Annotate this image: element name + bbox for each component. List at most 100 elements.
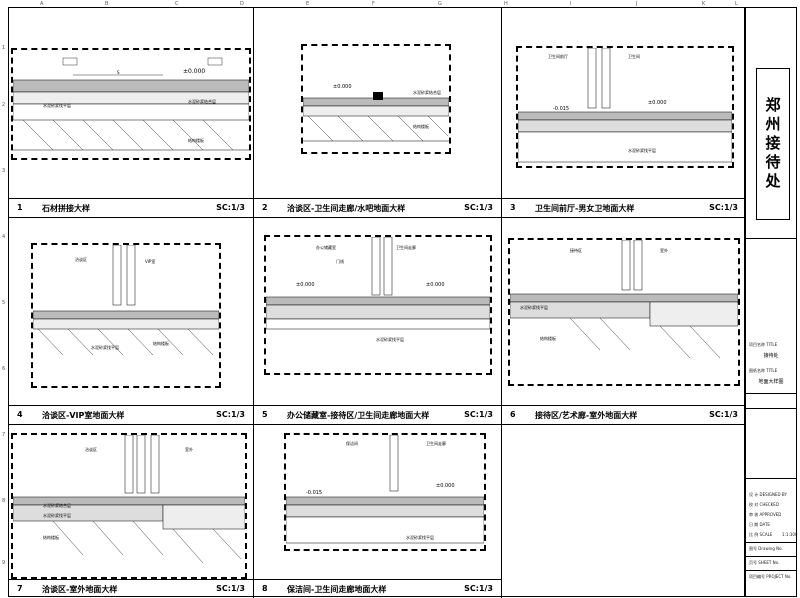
grid-letter: L	[735, 1, 738, 7]
detail-scale: SC:1/3	[709, 410, 738, 419]
detail-number: 3	[510, 203, 516, 212]
grid-number: 2	[2, 102, 6, 108]
detail-title-5: 5 办公储藏室-接待区/卫生间走廊地面大样 SC:1/3	[254, 405, 501, 424]
detail-scale: SC:1/3	[216, 410, 245, 419]
section-drawing-2	[303, 92, 449, 142]
zone-label: 洽谈区	[75, 257, 87, 262]
grid-number: 5	[2, 300, 6, 306]
zone-label: 办公储藏室	[316, 245, 336, 250]
detail-number: 5	[262, 410, 268, 419]
door-label: 门线	[336, 259, 344, 264]
detail-box-5: ±0.000 ±0.000 办公储藏室 卫生间走廊 门线 水泥砂浆找平层	[264, 235, 492, 375]
detail-scale: SC:1/3	[464, 203, 493, 212]
leveling-label: 水泥砂浆找平层	[376, 337, 404, 342]
structure-label: 结构楼板	[413, 124, 429, 129]
row-project-no: 项目编号 PROJECT No.	[749, 574, 792, 579]
detail-box-8: -0.015 ±0.000 保洁间 卫生间走廊 水泥砂浆找平层	[284, 433, 486, 551]
detail-cell-8: -0.015 ±0.000 保洁间 卫生间走廊 水泥砂浆找平层 8 保洁间-卫生…	[254, 425, 502, 598]
level-label: ±0.000	[648, 100, 667, 106]
grid-letter: C	[175, 1, 179, 7]
zone-label: 室外	[185, 447, 193, 452]
zone-label: 洽谈区	[85, 447, 97, 452]
detail-scale: SC:1/3	[216, 203, 245, 212]
detail-number: 8	[262, 584, 268, 593]
divider	[746, 556, 796, 557]
zone-label: VIP室	[145, 259, 156, 264]
detail-title-2: 2 洽谈区-卫生间走廊/水吧地面大样 SC:1/3	[254, 198, 501, 217]
grid-numbers: 1 2 3 4 5 6 7 8 9	[0, 0, 8, 598]
grid-letters: A B C D E F G H I J K L	[10, 0, 745, 8]
level-label: ±0.000	[296, 282, 315, 288]
detail-number: 4	[17, 410, 23, 419]
level-label: ±0.000	[426, 282, 445, 288]
title-block: 郑州接待处 项目名称 TITLE 接待处 图纸名称 TITLE 地面大样图 设 …	[745, 7, 797, 597]
dim-label: S	[117, 70, 120, 75]
company-logo: 郑州接待处	[756, 68, 790, 220]
detail-number: 2	[262, 203, 268, 212]
detail-scale: SC:1/3	[216, 584, 245, 593]
detail-box-4: 洽谈区 VIP室 结构楼板 水泥砂浆找平层	[31, 243, 221, 388]
detail-name: 洽谈区-VIP室地面大样	[42, 411, 125, 420]
row-date: 日 期 DATE	[749, 522, 770, 527]
detail-box-7: 洽谈区 室外 水泥砂浆结合层 水泥砂浆找平层 结构楼板	[11, 433, 247, 579]
detail-title-6: 6 接待区/艺术廊-室外地面大样 SC:1/3	[502, 405, 746, 424]
structure-label: 结构楼板	[153, 341, 169, 346]
project-name: 接待处	[763, 353, 779, 359]
section-drawing-3	[518, 48, 732, 163]
level-label: ±0.000	[333, 84, 352, 90]
zone-label: 保洁间	[346, 441, 358, 446]
grid-letter: D	[240, 1, 244, 7]
detail-number: 6	[510, 410, 516, 419]
detail-cell-3: -0.015 ±0.000 卫生间前厅 卫生间 水泥砂浆找平层 3 卫生间前厅-…	[502, 8, 746, 218]
divider	[746, 542, 796, 543]
divider	[746, 478, 796, 479]
logo-text: 郑州接待处	[763, 96, 782, 192]
section-drawing-7	[13, 435, 245, 564]
grid-number: 8	[2, 498, 6, 504]
row-sheet-no: 页号 SHEET No.	[749, 560, 780, 565]
detail-title-7: 7 洽谈区-室外地面大样 SC:1/3	[9, 579, 253, 598]
leveling-label: 水泥砂浆找平层	[91, 345, 119, 350]
detail-title-4: 4 洽谈区-VIP室地面大样 SC:1/3	[9, 405, 253, 424]
grid-number: 4	[2, 234, 6, 240]
detail-name: 卫生间前厅-男女卫地面大样	[535, 204, 635, 213]
detail-box-1: ±0.000 水泥砂浆结合层 水泥砂浆找平层 结构楼板 S	[11, 48, 251, 160]
level-label: ±0.000	[183, 68, 206, 75]
detail-cell-1: ±0.000 水泥砂浆结合层 水泥砂浆找平层 结构楼板 S 1 石材拼接大样 S…	[9, 8, 254, 218]
structure-label: 结构楼板	[540, 336, 556, 341]
zone-label: 卫生间走廊	[396, 245, 416, 250]
zone-label: 卫生间走廊	[426, 441, 446, 446]
section-drawing-1	[13, 57, 249, 151]
detail-cell-5: ±0.000 ±0.000 办公储藏室 卫生间走廊 门线 水泥砂浆找平层 5 办…	[254, 218, 502, 425]
structure-label: 结构楼板	[188, 138, 204, 143]
section-drawing-8	[286, 435, 484, 544]
scale-value: 1:1:300	[782, 532, 798, 537]
divider	[746, 570, 796, 571]
bonding-label: 水泥砂浆结合层	[43, 503, 71, 508]
grid-number: 1	[2, 45, 6, 51]
divider	[746, 393, 796, 394]
section-drawing-6	[510, 240, 738, 359]
leveling-label: 水泥砂浆找平层	[406, 535, 434, 540]
grid-letter: K	[702, 1, 706, 7]
grid-number: 7	[2, 432, 6, 438]
zone-label: 接待区	[570, 248, 582, 253]
detail-cell-2: ±0.000 水泥砂浆结合层 结构楼板 2 洽谈区-卫生间走廊/水吧地面大样 S…	[254, 8, 502, 218]
row-drawing-no: 图号 Drawing No.	[749, 546, 783, 551]
detail-name: 保洁间-卫生间走廊地面大样	[287, 585, 387, 594]
leveling-label: 水泥砂浆找平层	[628, 148, 656, 153]
detail-cell-4: 洽谈区 VIP室 结构楼板 水泥砂浆找平层 4 洽谈区-VIP室地面大样 SC:…	[9, 218, 254, 425]
grid-letter: F	[372, 1, 375, 7]
leveling-label: 水泥砂浆找平层	[43, 513, 71, 518]
detail-name: 洽谈区-室外地面大样	[42, 585, 118, 594]
grid-number: 3	[2, 168, 6, 174]
level-label: -0.015	[553, 106, 570, 112]
grid-letter: J	[636, 1, 638, 7]
row-checked: 校 对 CHECKED	[749, 502, 779, 507]
detail-scale: SC:1/3	[464, 410, 493, 419]
leveling-label: 水泥砂浆找平层	[520, 305, 548, 310]
bonding-label: 水泥砂浆结合层	[413, 90, 441, 95]
row-scale: 比 例 SCALE	[749, 532, 773, 537]
grid-letter: H	[504, 1, 508, 7]
grid-number: 6	[2, 366, 6, 372]
